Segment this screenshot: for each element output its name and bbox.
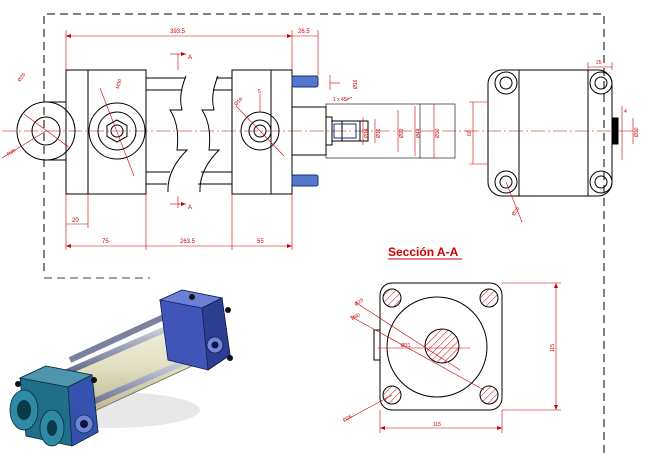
drawing-frame: [43, 13, 605, 457]
dim-hole-2: Ø16: [233, 96, 244, 107]
dim-hex: M30: [115, 78, 123, 89]
dim-rod-2: Ø16: [376, 128, 382, 138]
dim-side-corner: Ø26: [511, 206, 521, 217]
section-mark-bottom: A: [188, 205, 192, 211]
dim-side-height: 60: [467, 130, 473, 136]
dim-rod-extension: 26.5: [298, 29, 310, 35]
section-view-dimensions: [345, 282, 561, 433]
dim-left-offset: 20: [72, 218, 79, 224]
dim-side-rod: Ø30: [634, 127, 640, 137]
dim-small: 5: [258, 89, 261, 95]
dim-section-center: Ø31: [401, 343, 411, 349]
dim-section-width: 115: [433, 422, 441, 428]
dim-port: Ø16: [353, 79, 359, 89]
side-view-dimensions: [469, 62, 634, 223]
section-mark-top: A: [188, 55, 192, 61]
dim-rod-3: Ø20: [399, 128, 405, 138]
front-view-dimensions: [1, 30, 435, 250]
dim-section-corner: Ø26: [342, 414, 353, 424]
arrowheads: [66, 34, 292, 248]
dim-bottom-1: 75: [102, 239, 109, 245]
dim-side-small: 4: [624, 109, 627, 115]
dim-section-height: 115: [550, 344, 556, 352]
dim-left-hole: Ø26: [17, 72, 27, 83]
dim-section-hole-a: Ø20: [354, 297, 365, 307]
dim-section-hole-b: Ø80: [350, 312, 361, 322]
dim-bottom-3: 55: [257, 239, 264, 245]
front-view: [2, 69, 468, 195]
side-view-labels: 25 60 Ø30 Ø26 4: [467, 60, 640, 217]
front-view-labels: 393.5 26.5 20 75 263.5 55 A A 1 x 45° Ø1…: [6, 29, 441, 245]
dim-overall-length: 393.5: [170, 29, 186, 35]
dim-bottom-2: 263.5: [180, 239, 196, 245]
dim-chamfer: 1 x 45°: [333, 97, 349, 103]
dim-left-boss: R30: [6, 148, 17, 158]
section-title: Sección A-A: [388, 245, 459, 259]
dim-rod-1: Ø14: [364, 128, 370, 138]
dim-rod-4: Ø44: [416, 128, 422, 138]
section-view: [373, 282, 503, 411]
side-view: [465, 69, 640, 197]
port-fittings: [291, 75, 357, 187]
dim-side-top: 25: [596, 60, 602, 66]
section-view-labels: 115 115 Ø20 Ø80 Ø31 Ø26: [342, 297, 556, 428]
dim-rod-5: Ø30: [435, 128, 441, 138]
isometric-cylinder-model: [9, 289, 233, 447]
section-arrowheads: [380, 283, 558, 430]
